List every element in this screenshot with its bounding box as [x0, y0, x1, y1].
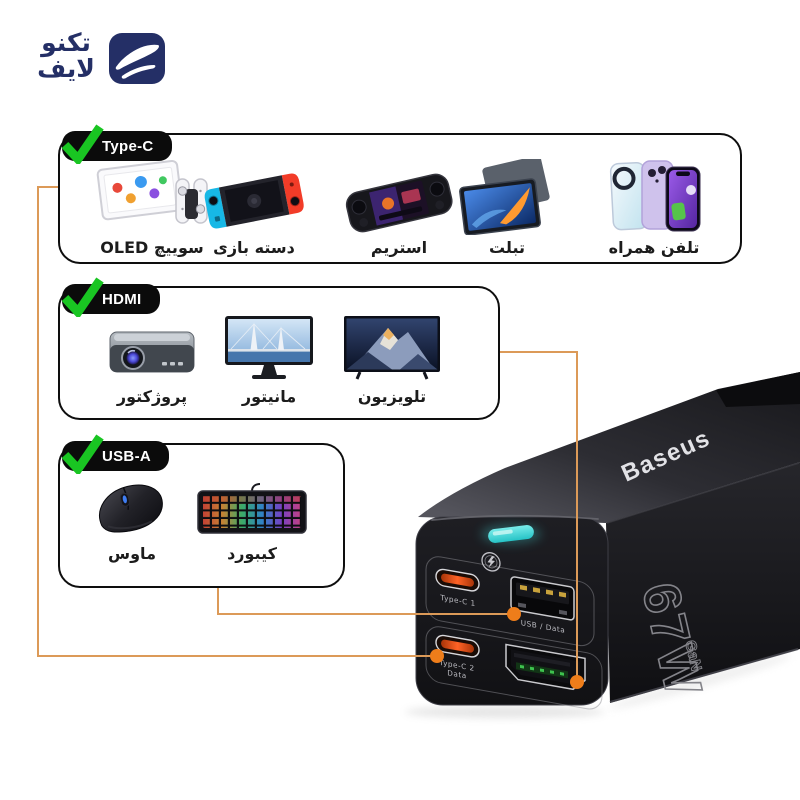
- compatibility-section-type-c: Type-C سوییچ OLED: [58, 124, 742, 264]
- connector-dot-usb-a: [507, 607, 521, 621]
- logo-text-line2: لایف: [37, 53, 95, 83]
- device-label: تبلت: [488, 238, 525, 257]
- device-label: دسته بازی: [213, 238, 295, 257]
- technolife-logo: تکنو لایف: [28, 28, 168, 92]
- section-header-label: USB-A: [102, 447, 151, 465]
- checkmark-icon: [61, 124, 104, 164]
- projector-image: [109, 331, 195, 373]
- device-label: ماوس: [108, 544, 156, 563]
- section-header-label: HDMI: [102, 290, 142, 308]
- charger-top-face: [418, 372, 800, 523]
- steam-deck-image: [345, 173, 453, 233]
- device-mouse: ماوس: [67, 471, 197, 563]
- keyboard-image: [197, 483, 307, 534]
- quick-charge-icon: [481, 552, 501, 572]
- device-phone: تلفن همراه: [589, 151, 719, 257]
- device-keyboard: کیبورد: [187, 471, 317, 563]
- device-monitor: مانیتور: [204, 308, 334, 406]
- device-label: تلفن همراه: [608, 238, 700, 257]
- checkmark-icon: [61, 434, 104, 474]
- mouse-image: [99, 484, 163, 533]
- device-tv: تلویزیون: [327, 308, 457, 406]
- tablet-image: [459, 159, 550, 235]
- device-projector: پروژکتور: [87, 308, 217, 406]
- device-label: استریم: [370, 238, 428, 257]
- charger-shadow: [405, 706, 605, 718]
- monitor-image: [225, 316, 313, 379]
- game-console-image: [204, 173, 304, 229]
- section-header-type-c: Type-C: [62, 131, 172, 161]
- compatibility-section-usb-a: USB-A ماوس: [58, 434, 345, 588]
- device-switch-oled: سوییچ OLED: [87, 151, 217, 257]
- charger-ridge: [606, 462, 800, 524]
- device-label: پروژکتور: [116, 387, 188, 406]
- section-header-usb-a: USB-A: [62, 441, 169, 471]
- device-label: تلویزیون: [357, 387, 427, 406]
- port-group-outline-bottom: [425, 626, 603, 710]
- front-top-highlight: [431, 514, 599, 521]
- port-group-outline-top: [425, 556, 595, 647]
- charger-bottom-bevel: [609, 648, 799, 703]
- port-panel: Type-C 1 USB / Data Type-C 2 Data: [425, 552, 603, 710]
- switch-oled-image: [96, 160, 208, 224]
- device-label: کیبورد: [227, 544, 277, 563]
- connector-line-type-c: [37, 186, 437, 657]
- charger-end-cap: [716, 372, 800, 407]
- phone-image: [609, 160, 701, 232]
- logo-text: تکنو لایف: [28, 30, 104, 81]
- connector-line-hdmi: [500, 351, 578, 682]
- checkmark-icon: [61, 277, 104, 317]
- device-label: مانیتور: [241, 387, 297, 406]
- type-c-2-sublabel: Data: [447, 668, 466, 680]
- device-label: سوییچ OLED: [100, 238, 204, 257]
- type-c-2-port: [435, 634, 480, 658]
- logo-text-line1: تکنو: [41, 28, 91, 57]
- charger-shadow-side: [608, 655, 792, 709]
- device-game-console: دسته بازی: [189, 151, 319, 257]
- connector-dot-type-c: [430, 649, 444, 663]
- device-tablet: تبلت: [442, 151, 572, 257]
- connector-dot-hdmi: [570, 675, 584, 689]
- hdmi-port: [505, 643, 586, 691]
- section-header-label: Type-C: [102, 137, 154, 155]
- logo-icon: [109, 33, 165, 84]
- tv-image: [344, 316, 440, 380]
- device-steam-deck: استریم: [334, 151, 464, 257]
- led-indicator: [488, 525, 534, 543]
- connector-line-usb-a: [217, 586, 514, 615]
- usb-a-port: [510, 576, 575, 621]
- compatibility-section-hdmi: HDMI پروژکتور: [58, 277, 500, 420]
- charger-side-face: [606, 462, 800, 703]
- type-c-1-port: [435, 568, 480, 592]
